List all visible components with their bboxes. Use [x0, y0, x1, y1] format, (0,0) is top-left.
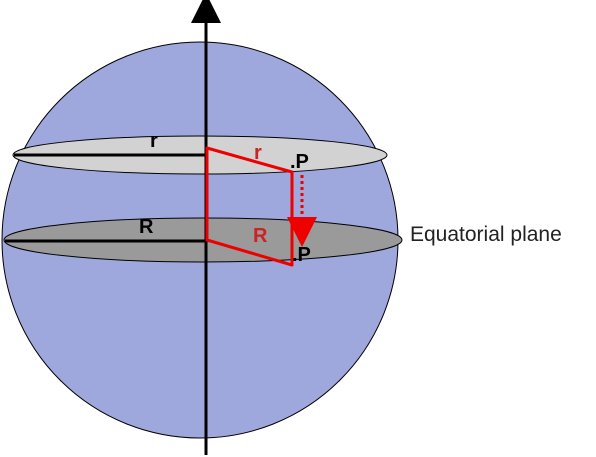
- point-upper-label: .P: [290, 151, 309, 173]
- big-radius-red-label: R: [253, 225, 268, 247]
- small-radius-red-label: r: [254, 142, 262, 164]
- red-trapezoid: [205, 146, 294, 267]
- small-radius-label: r: [150, 130, 158, 152]
- point-lower-label: .P: [292, 244, 311, 266]
- equatorial-plane-label: Equatorial plane: [410, 223, 562, 246]
- big-radius-label: R: [139, 216, 154, 238]
